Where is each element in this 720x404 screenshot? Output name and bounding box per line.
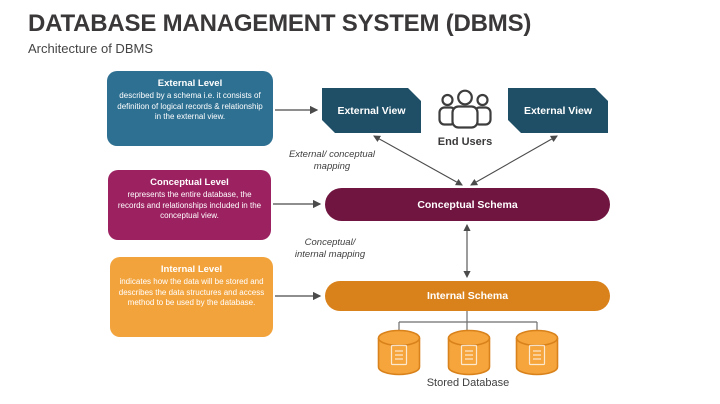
- conceptual-level-box: Conceptual Level represents the entire d…: [108, 170, 271, 240]
- external-view-box-1: External View: [322, 88, 421, 133]
- internal-schema-pill: Internal Schema: [325, 281, 610, 311]
- conceptual-level-title: Conceptual Level: [150, 177, 229, 188]
- document-icon: [390, 344, 408, 366]
- stored-database-label: Stored Database: [426, 377, 510, 389]
- database-cylinder-icon: [447, 329, 491, 376]
- external-view-label-2: External View: [523, 104, 593, 117]
- mapping1-line2: mapping: [313, 161, 351, 172]
- internal-level-box: Internal Level indicates how the data wi…: [110, 257, 273, 337]
- page-subtitle: Architecture of DBMS: [28, 41, 153, 56]
- external-conceptual-mapping-label: External/ conceptual mapping: [276, 149, 388, 173]
- internal-level-description: indicates how the data will be stored an…: [118, 277, 265, 308]
- mapping2-line1: Conceptual/: [304, 237, 356, 248]
- end-users-label: End Users: [437, 136, 493, 148]
- external-level-description: described by a schema i.e. it consists o…: [117, 91, 263, 122]
- conceptual-schema-pill: Conceptual Schema: [325, 188, 610, 221]
- database-cylinder-icon: [515, 329, 559, 376]
- end-users: End Users: [434, 88, 496, 148]
- conceptual-level-description: represents the entire database, the reco…: [117, 190, 262, 221]
- document-icon: [460, 344, 478, 366]
- mapping1-line1: External/ conceptual: [288, 149, 376, 160]
- external-level-box: External Level described by a schema i.e…: [107, 71, 273, 146]
- conceptual-internal-mapping-label: Conceptual/ internal mapping: [278, 237, 382, 261]
- internal-level-title: Internal Level: [160, 264, 223, 275]
- external-view-label-1: External View: [337, 104, 406, 117]
- external-level-title: External Level: [157, 78, 223, 89]
- document-icon: [528, 344, 546, 366]
- page-title: DATABASE MANAGEMENT SYSTEM (DBMS): [28, 10, 532, 37]
- mapping2-line2: internal mapping: [294, 249, 366, 260]
- connector-internal-to-databases: [398, 311, 538, 331]
- database-cylinder-icon: [377, 329, 421, 376]
- external-view-box-2: External View: [508, 88, 608, 133]
- end-users-icon: [438, 89, 492, 129]
